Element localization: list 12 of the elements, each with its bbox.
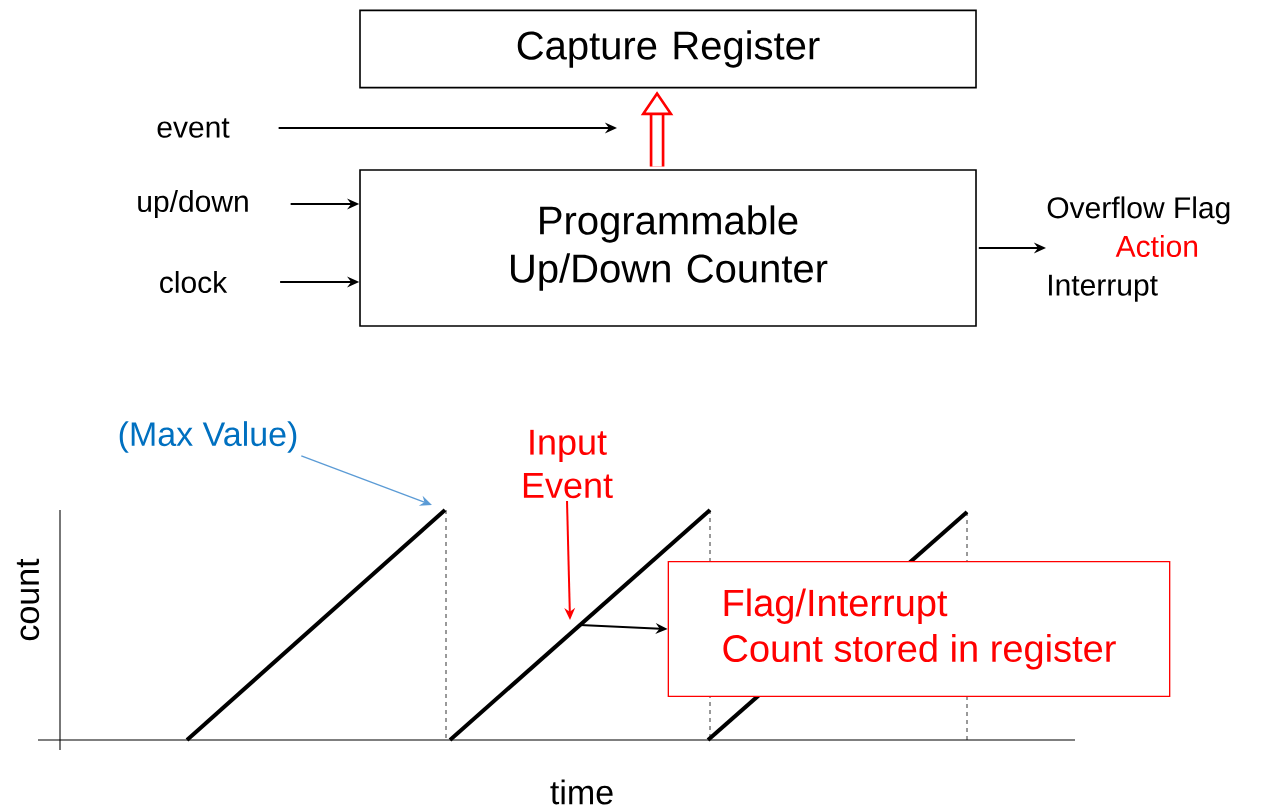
- counter-box: Programmable Up/Down Counter: [359, 169, 977, 327]
- callout-text: (Max Value): [119, 421, 297, 453]
- axis-label: time: [550, 779, 613, 805]
- axis-label: count: [16, 558, 40, 641]
- callout-text: Input Event: [523, 429, 613, 499]
- register-box: Capture Register: [359, 9, 977, 89]
- arrow: [300, 455, 432, 506]
- signal-label: up/down: [138, 190, 248, 218]
- output-label: Overflow Flag Action Interrupt: [1047, 196, 1230, 302]
- signal-label: clock: [160, 271, 228, 293]
- note-box: Flag/Interrupt Count stored in register: [667, 561, 1171, 697]
- signal-label: event: [157, 118, 230, 138]
